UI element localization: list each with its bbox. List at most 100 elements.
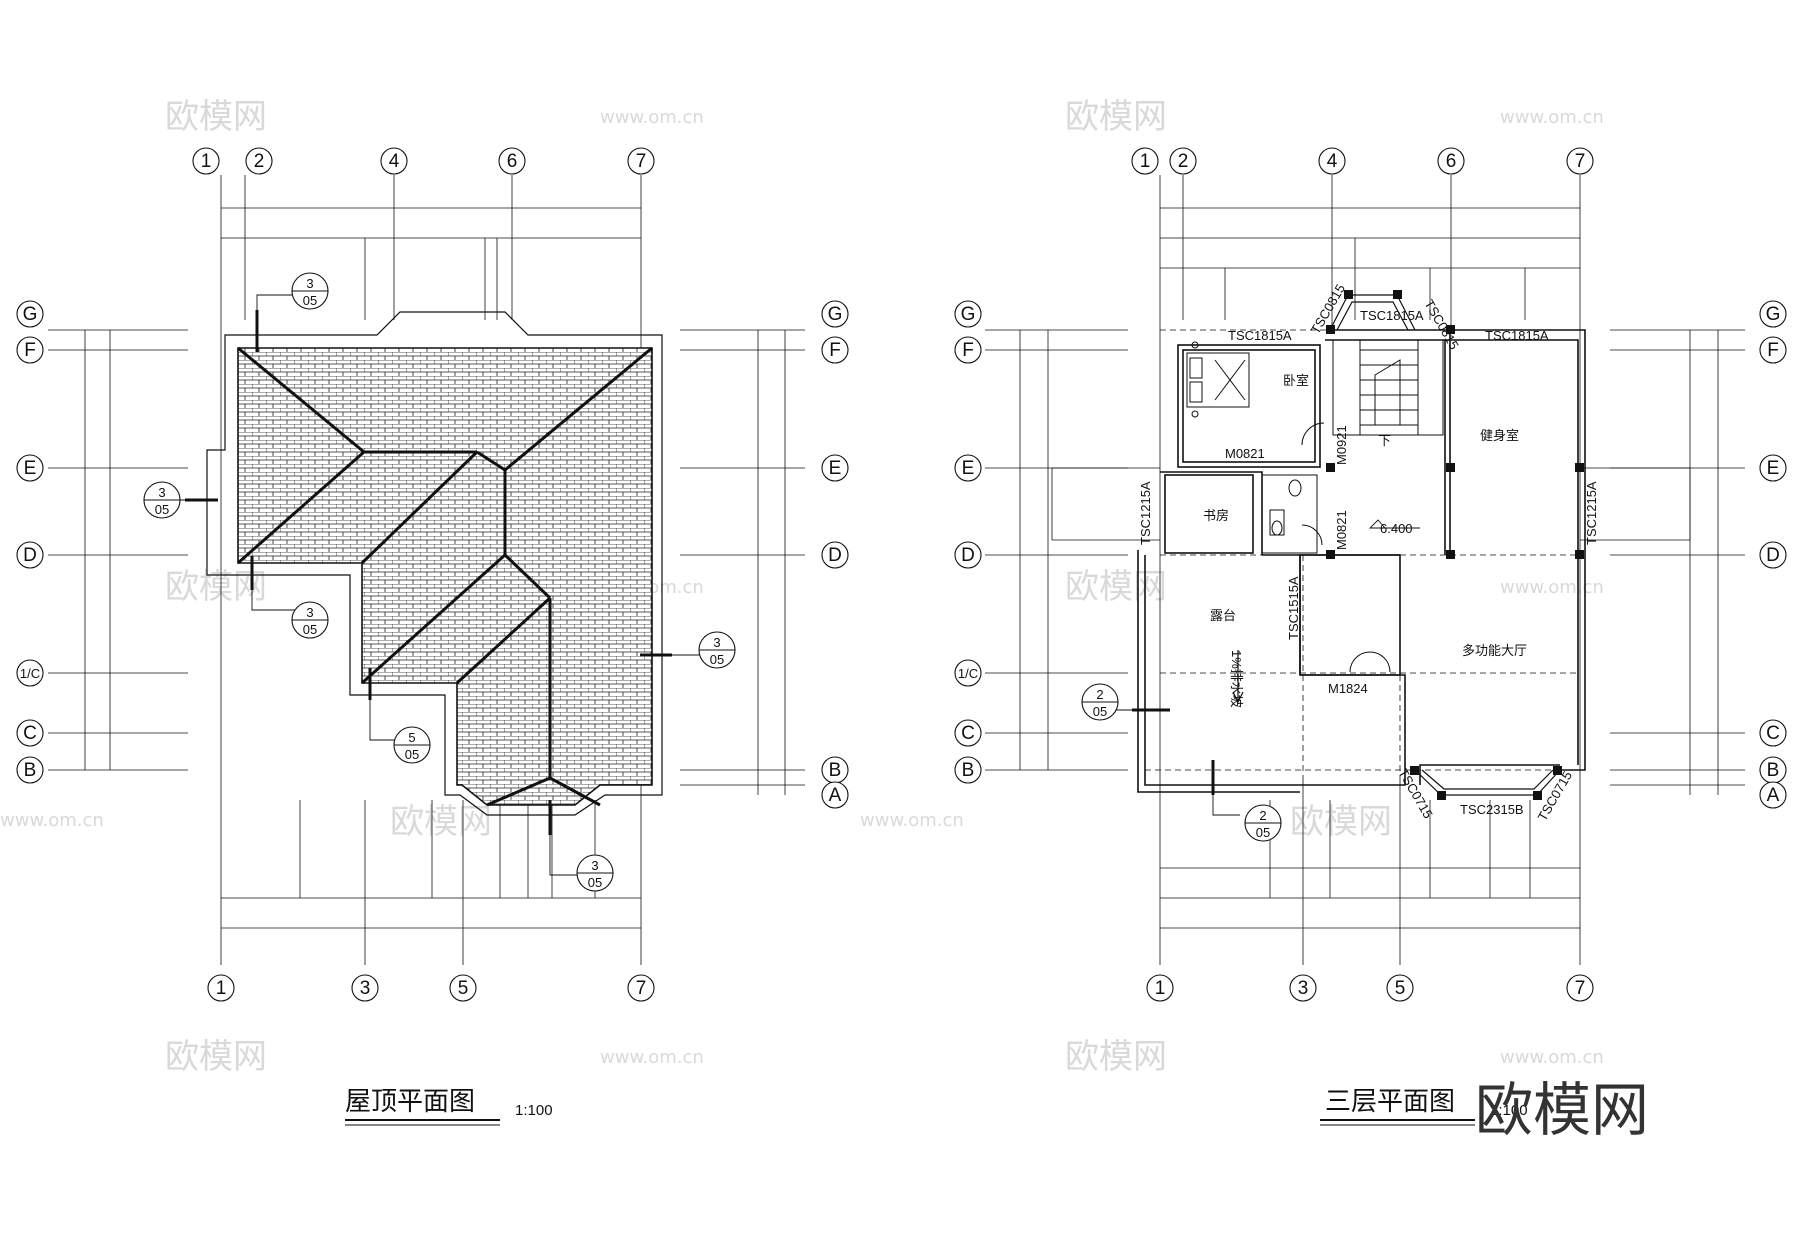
window-tag: TSC1815A	[1485, 328, 1549, 343]
axis-label: 3	[360, 978, 371, 999]
window-tag: TSC1215A	[1584, 481, 1599, 545]
roof-axis-labels: 1 2 4 6 7 1 3 5 7 G F E D 1/C C B G F E …	[20, 151, 843, 999]
detail-ref-num: 3	[591, 858, 598, 873]
axis-label: C	[961, 723, 975, 744]
axis-label: 2	[254, 151, 265, 172]
detail-ref-sheet: 05	[710, 652, 724, 667]
detail-ref-sheet: 05	[303, 622, 317, 637]
axis-label: 4	[1327, 151, 1338, 172]
axis-label: E	[829, 458, 842, 479]
axis-label: E	[1767, 458, 1780, 479]
watermark-layer: 欧模网 www.om.cn 欧模网 www.om.cn 欧模网 www.om.c…	[0, 97, 1604, 1077]
roof-plan-title: 屋顶平面图	[345, 1087, 475, 1117]
room-label-hall: 多功能大厅	[1462, 643, 1527, 658]
axis-label: 1	[216, 978, 227, 999]
door-tag: M0921	[1334, 425, 1349, 465]
axis-label: B	[24, 760, 37, 781]
detail-ref-num: 5	[408, 730, 415, 745]
detail-ref-sheet: 05	[155, 502, 169, 517]
stair-down-label: 下	[1378, 433, 1391, 448]
roof-title-block: 屋顶平面图 1:100	[345, 1087, 553, 1126]
axis-label: C	[23, 723, 37, 744]
axis-label: D	[828, 545, 842, 566]
roof-plan	[48, 175, 805, 965]
third-floor-plan-title: 三层平面图	[1325, 1087, 1455, 1117]
axis-label: F	[962, 340, 974, 361]
floor-axis-labels: 1 2 4 6 7 1 3 5 7 G F E D 1/C C B G F E …	[958, 151, 1781, 999]
axis-label: 7	[1575, 151, 1586, 172]
axis-label: 1/C	[958, 666, 978, 681]
elevation-mark: 6.400	[1380, 521, 1413, 536]
floor-title-block: 三层平面图 1:100	[1320, 1087, 1528, 1126]
detail-ref-sheet: 05	[303, 293, 317, 308]
watermark-brand: 欧模网	[1065, 567, 1167, 607]
watermark-site: www.om.cn	[600, 1047, 704, 1068]
window-tag: TSC2315B	[1460, 802, 1524, 817]
axis-label: 1	[1140, 151, 1151, 172]
watermark-site: www.om.cn	[0, 810, 104, 831]
detail-ref-num: 2	[1259, 808, 1266, 823]
axis-label: G	[828, 304, 843, 325]
axis-label: G	[23, 304, 38, 325]
window-tag: TSC1215A	[1138, 481, 1153, 545]
watermark-brand: 欧模网	[165, 97, 267, 137]
watermark-brand: 欧模网	[1290, 802, 1392, 842]
window-tag: TSC0815	[1421, 297, 1461, 352]
axis-label: F	[1767, 340, 1779, 361]
axis-label: C	[1766, 723, 1780, 744]
watermark-site: www.om.cn	[600, 107, 704, 128]
room-label-bedroom: 卧室	[1283, 373, 1309, 388]
axis-label: 1	[201, 151, 212, 172]
axis-label: D	[961, 545, 975, 566]
axis-label: G	[961, 304, 976, 325]
axis-label: E	[962, 458, 975, 479]
axis-label: G	[1766, 304, 1781, 325]
watermark-site: www.om.cn	[1500, 107, 1604, 128]
axis-label: 6	[507, 151, 518, 172]
axis-label: B	[962, 760, 975, 781]
drain-slope-label: 1%排水坡	[1229, 650, 1244, 708]
window-tag: TSC1815A	[1360, 308, 1424, 323]
axis-label: 5	[1395, 978, 1406, 999]
axis-label: 1	[1155, 978, 1166, 999]
floor-axis-bubbles	[954, 147, 1787, 1002]
axis-label: F	[829, 340, 841, 361]
room-label-study: 书房	[1203, 508, 1229, 523]
axis-label: D	[23, 545, 37, 566]
detail-ref-num: 3	[713, 635, 720, 650]
door-tag: M1824	[1328, 681, 1368, 696]
detail-ref-sheet: 05	[588, 875, 602, 890]
watermark-brand: 欧模网	[1065, 1037, 1167, 1077]
third-floor-plan-scale: 1:100	[1490, 1102, 1528, 1119]
axis-label: A	[829, 785, 842, 806]
axis-label: 7	[1575, 978, 1586, 999]
door-tag: M0821	[1334, 510, 1349, 550]
axis-label: B	[1767, 760, 1780, 781]
floor-detail-refs: 2 05 2 05	[1082, 687, 1281, 840]
axis-label: F	[24, 340, 36, 361]
axis-label: A	[1767, 785, 1780, 806]
watermark-site: www.om.cn	[860, 810, 964, 831]
watermark-brand: 欧模网	[390, 802, 492, 842]
watermark-site: www.om.cn	[1500, 1047, 1604, 1068]
third-floor-plan	[985, 175, 1745, 965]
axis-label: E	[24, 458, 37, 479]
axis-label: 7	[636, 151, 647, 172]
watermark-brand: 欧模网	[165, 567, 267, 607]
detail-ref-sheet: 05	[405, 747, 419, 762]
detail-ref-num: 3	[306, 605, 313, 620]
door-tag: M0821	[1225, 446, 1265, 461]
axis-label: 6	[1446, 151, 1457, 172]
roof-plan-scale: 1:100	[515, 1102, 553, 1119]
axis-label: 3	[1298, 978, 1309, 999]
detail-ref-sheet: 05	[1256, 825, 1270, 840]
window-tag: TSC1815A	[1228, 328, 1292, 343]
axis-label: B	[829, 760, 842, 781]
brand-watermark: 欧模网	[1475, 1076, 1649, 1144]
room-label-terrace: 露台	[1210, 608, 1236, 623]
axis-label: 4	[389, 151, 400, 172]
detail-ref-num: 3	[306, 276, 313, 291]
axis-label: 7	[636, 978, 647, 999]
detail-ref-num: 2	[1096, 687, 1103, 702]
